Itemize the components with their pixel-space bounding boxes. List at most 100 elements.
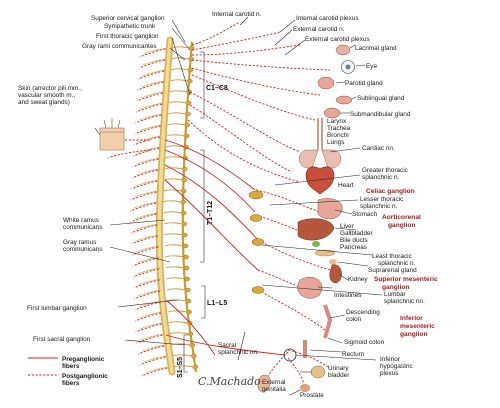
urinary-bladder-shape <box>311 366 325 378</box>
label-sigmoid-colon: Sigmoid colon <box>344 339 385 346</box>
trunk-ganglion <box>191 354 196 358</box>
somatic-postganglionic-fiber <box>134 137 160 145</box>
label-superior-mesenteric-1: Superior mesenteric <box>374 276 438 283</box>
trunk-ganglion <box>184 134 189 138</box>
ramus-communicans <box>169 322 188 323</box>
label-inferior-hypogastric-3: plexus <box>380 370 398 377</box>
spinal-nerve <box>137 268 160 274</box>
somatic-postganglionic-fiber <box>132 170 158 178</box>
somatic-postganglionic-fiber <box>135 126 161 134</box>
label-sublingual-gland: Sublingual gland <box>357 95 405 102</box>
label-white-ramus-1: White ramus <box>63 217 99 224</box>
trunk-ganglion <box>184 266 189 270</box>
artist-signature: C.Machado <box>198 375 261 388</box>
ramus-communicans <box>167 135 185 136</box>
label-celiac-ganglion: Celiac ganglion <box>366 188 415 195</box>
somatic-postganglionic-fiber <box>131 214 157 222</box>
label-inferior-hypogastric-2: hypogastric <box>380 363 413 370</box>
trunk-ganglion <box>188 68 193 72</box>
label-gray-rami-communicantes: Gray rami communicantes <box>82 43 157 50</box>
label-inferior-mesenteric-2: mesenteric <box>400 323 435 330</box>
label-first-sacral-ganglion: First sacral ganglion <box>33 336 91 343</box>
eye-iris <box>346 65 351 70</box>
trunk-ganglion <box>182 222 187 226</box>
ramus-communicans <box>169 102 186 103</box>
ramus-communicans <box>168 124 186 125</box>
ramus-communicans <box>172 58 189 59</box>
label-cardiac-nn: Cardiac nn. <box>362 145 395 152</box>
somatic-postganglionic-fiber <box>130 203 156 211</box>
ramus-communicans <box>164 223 182 224</box>
label-lesser-thoracic-1: Lesser thoracic <box>360 196 404 203</box>
spinal-nerve <box>139 125 162 131</box>
label-greater-thoracic-1: Greater thoracic <box>362 167 409 174</box>
spinal-nerve <box>144 356 167 362</box>
label-white-ramus-2: communicans <box>63 224 102 231</box>
aorticorenal-ganglion <box>250 215 262 222</box>
intestines-shape <box>298 277 322 298</box>
somatic-postganglionic-fiber <box>133 269 159 277</box>
label-sacral-splanchnic-2: splanchnic nn. <box>218 349 259 356</box>
somatic-postganglionic-fiber <box>136 324 162 332</box>
somatic-postganglionic-fiber <box>135 115 161 123</box>
spinal-nerve <box>143 59 166 65</box>
label-lacrimal-gland: Lacrimal gland <box>355 45 397 52</box>
ramus-communicans <box>167 289 186 290</box>
trunk-ganglion <box>193 365 198 369</box>
ramus-communicans <box>168 311 187 312</box>
somatic-postganglionic-fiber <box>134 291 160 299</box>
ramus-communicans <box>167 278 186 279</box>
trunk-ganglion <box>182 178 187 182</box>
trachea-shape <box>318 118 322 150</box>
label-urinary-bladder-1: Urinary <box>328 365 349 372</box>
label-stomach: Stomach <box>352 211 378 218</box>
label-least-thoracic-2: splanchnic n. <box>378 260 416 267</box>
legend: Preganglionic fibers Postganglionic fibe… <box>28 356 108 387</box>
somatic-postganglionic-fiber <box>135 302 161 310</box>
kidney-shape <box>330 265 342 283</box>
legend-postganglionic-label-2: fibers <box>62 380 80 387</box>
trunk-ganglion <box>185 277 190 281</box>
organs <box>100 45 355 392</box>
celiac-ganglion <box>249 191 263 199</box>
somatic-postganglionic-fiber <box>133 258 159 266</box>
lacrimal-gland-shape <box>336 45 350 55</box>
label-external-carotid-plexus: External carotid plexus <box>305 36 370 43</box>
trunk-ganglion <box>190 343 195 347</box>
somatic-postganglionic-fiber <box>138 346 164 354</box>
spinal-nerve <box>141 81 164 87</box>
ramus-communicans <box>164 190 182 191</box>
spinal-nerve <box>134 202 157 208</box>
label-first-lumbar-ganglion: First lumbar ganglion <box>27 305 87 312</box>
label-rectum: Rectum <box>342 351 364 358</box>
trunk-ganglion <box>182 167 187 171</box>
label-intestines: Intestines <box>334 292 361 299</box>
ramus-communicans <box>173 355 192 356</box>
descending-colon-shape <box>325 305 330 338</box>
somatic-postganglionic-fiber <box>134 280 160 288</box>
somatic-postganglionic-fiber <box>137 82 163 90</box>
trunk-ganglion <box>186 299 191 303</box>
ramus-communicans <box>170 333 189 334</box>
suprarenal-gland-shape <box>329 259 337 265</box>
ramus-communicans <box>170 91 187 92</box>
trunk-ganglion <box>181 200 186 204</box>
label-internal-carotid-n: Internal carotid n. <box>212 11 262 18</box>
ramus-communicans <box>163 201 181 202</box>
labels: Superior cervical ganglion Sympathetic t… <box>18 11 438 399</box>
ramus-communicans <box>168 113 186 114</box>
submandibular-gland-shape <box>324 108 340 118</box>
label-kidney: Kidney <box>348 276 368 283</box>
spinal-nerve <box>138 279 161 285</box>
somatic-postganglionic-fiber <box>140 49 166 57</box>
label-gallbladder: Gallbladder <box>340 230 374 237</box>
trunk-ganglion <box>183 255 188 259</box>
spinal-nerve <box>138 136 161 142</box>
label-skin-line1: Skin (arrector pili mm., <box>18 85 82 92</box>
label-aorticorenal-1: Aorticorenal <box>382 214 421 221</box>
label-external-genitalia-2: genitalia <box>262 386 286 393</box>
label-gray-ramus-2: communicans <box>63 246 102 253</box>
trunk-ganglion <box>186 101 191 105</box>
label-larynx: Larynx <box>327 118 347 125</box>
